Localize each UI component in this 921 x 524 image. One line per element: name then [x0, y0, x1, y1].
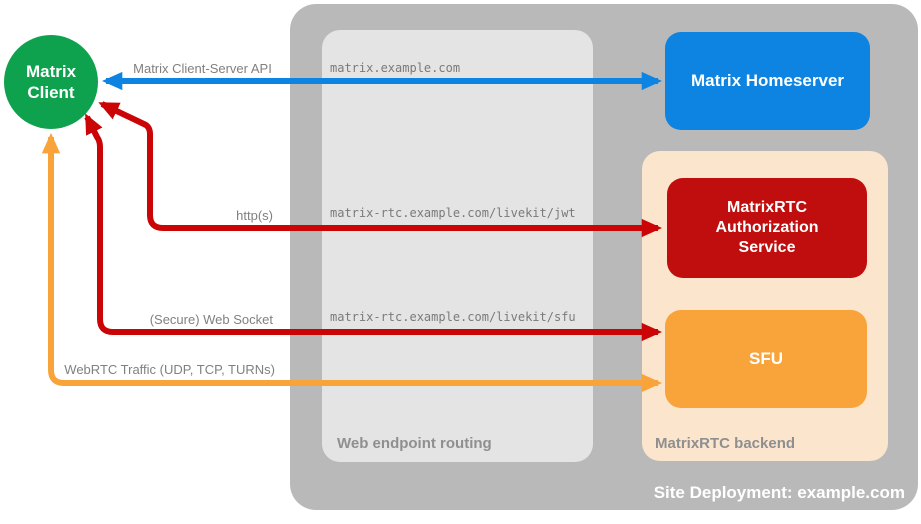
sfu-label: SFU	[749, 349, 783, 368]
endpoint-label-livekit-sfu: matrix-rtc.example.com/livekit/sfu	[330, 310, 576, 324]
matrix-client-node: Matrix Client	[4, 35, 98, 129]
sfu-node: SFU	[665, 310, 867, 408]
matrixrtc-authorization-service-node: MatrixRTC Authorization Service	[667, 178, 867, 278]
protocol-label-https: http(s)	[236, 208, 273, 223]
matrix-homeserver-label: Matrix Homeserver	[690, 71, 845, 90]
protocol-label-client-server-api: Matrix Client-Server API	[133, 61, 272, 76]
matrix-homeserver-node: Matrix Homeserver	[665, 32, 870, 130]
web-endpoint-routing-container	[322, 30, 593, 462]
protocol-label-web-socket: (Secure) Web Socket	[149, 312, 273, 327]
matrix-client-label: Matrix Client	[25, 61, 77, 102]
matrixrtc-authorization-service-label: MatrixRTC Authorization Service	[715, 199, 819, 256]
endpoint-label-livekit-jwt: matrix-rtc.example.com/livekit/jwt	[330, 206, 576, 220]
matrixrtc-backend-label: MatrixRTC backend	[655, 435, 796, 452]
protocol-label-webrtc-traffic: WebRTC Traffic (UDP, TCP, TURNs)	[64, 362, 275, 377]
site-deployment-label: Site Deployment: example.com	[653, 483, 905, 502]
endpoint-label-matrix: matrix.example.com	[330, 61, 461, 75]
web-endpoint-routing-label: Web endpoint routing	[337, 435, 492, 452]
